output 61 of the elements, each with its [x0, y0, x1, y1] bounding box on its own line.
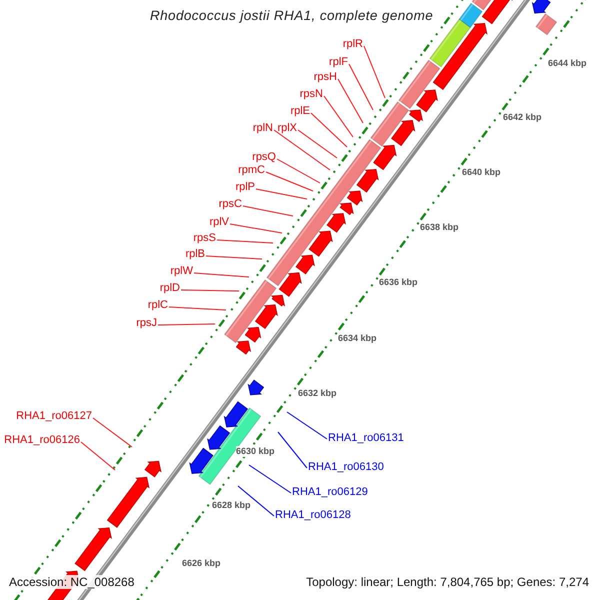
leader-line [348, 64, 374, 110]
gene-label: rpsN [300, 88, 323, 100]
leader-line [194, 272, 250, 278]
leader-line [80, 442, 116, 470]
leader-line [310, 112, 348, 148]
genome-info-text: Topology: linear; Length: 7,804,765 bp; Genes: 7,274 [305, 575, 590, 589]
leader-line [256, 188, 308, 200]
leader-line [324, 96, 354, 138]
gene-label: rpsJ [136, 316, 157, 330]
gene-label: rplR [342, 38, 363, 50]
genome-title: Rhodococcus jostii RHA1, complete genome [150, 8, 434, 23]
scale-label: 6630 kbp [236, 446, 275, 456]
genome-info-text: Accession: NC_008268 [8, 575, 136, 589]
gene-label: rplW [170, 264, 193, 278]
leader-line [266, 172, 314, 192]
gene-label: rplD [160, 282, 180, 294]
scale-label: 6642 kbp [503, 112, 542, 122]
scale-label: 6644 kbp [548, 58, 587, 68]
gene-label: rpsC [218, 198, 242, 210]
leader-line [180, 290, 240, 292]
leader-line [286, 412, 328, 440]
leader-line [364, 46, 386, 98]
gene-label: RHA1_ro06126 [4, 434, 80, 446]
gene-label: rplE [290, 104, 310, 118]
leader-line [338, 78, 364, 124]
scale-label: 6636 kbp [379, 276, 418, 288]
leader-line [158, 324, 216, 326]
gene-label: RHA1_ro06130 [308, 460, 384, 474]
scale-label: 6628 kbp [212, 500, 251, 510]
leader-line [248, 464, 292, 494]
leader-line [216, 240, 274, 244]
leader-line [274, 130, 330, 170]
gene-label: rplC [148, 298, 168, 312]
gene-label: RHA1_ro06128 [275, 508, 351, 522]
scale-label: 6638 kbp [420, 222, 459, 232]
gene-label: RHA1_ro06131 [328, 432, 404, 444]
scale-label: 6634 kbp [338, 332, 377, 344]
scale-label: 6626 kbp [182, 558, 221, 568]
gene-label: rplP [235, 180, 255, 194]
gene-label: rplN [252, 122, 273, 134]
leader-line [298, 130, 338, 158]
gene-label: rplB [185, 248, 205, 260]
leader-line [206, 256, 262, 260]
leader-line [230, 224, 282, 234]
leader-line [242, 206, 294, 216]
gene-label: RHA1_ro06127 [16, 410, 92, 422]
scale-label: 6640 kbp [462, 166, 501, 178]
gene-label: RHA1_ro06129 [292, 486, 368, 498]
gene-label: rplV [209, 216, 229, 228]
scale-label: 6632 kbp [298, 388, 337, 398]
gene-label: rpsQ [252, 150, 276, 164]
gene-label: rplX [277, 122, 297, 134]
leader-line [92, 418, 132, 448]
leader-line [276, 158, 320, 184]
gene-label: rpsS [193, 232, 216, 244]
gene-label: rpmC [238, 164, 265, 176]
leader-line [278, 432, 308, 468]
leader-line [168, 306, 226, 310]
gene-label: rplF [329, 56, 348, 68]
gene-label: rpsH [314, 70, 337, 84]
leader-line [238, 486, 274, 516]
